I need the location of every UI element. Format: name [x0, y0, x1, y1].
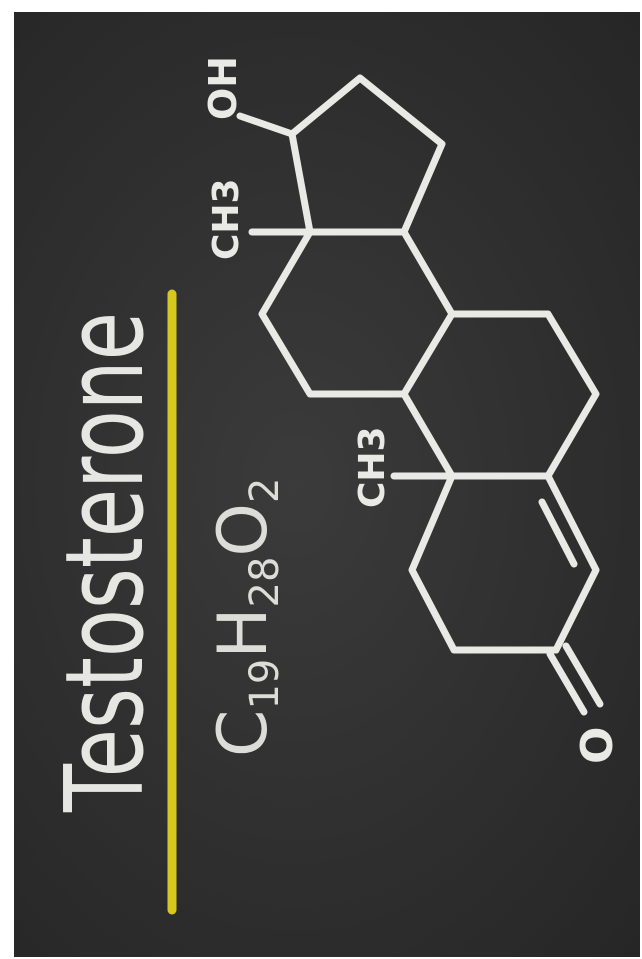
formula-carbon: C — [204, 710, 283, 757]
ring-b — [400, 310, 600, 480]
hydroxyl-bond — [236, 112, 296, 138]
ring-c — [258, 228, 456, 398]
ring-d — [288, 74, 446, 236]
ketone-oxygen-label: O — [572, 727, 623, 764]
formula-oxygen-count: 2 — [242, 478, 288, 503]
molecule-name: Testosterone — [43, 312, 168, 813]
ring-a — [408, 472, 600, 654]
formula-hydrogen-count: 28 — [242, 557, 288, 608]
structural-formula — [236, 74, 604, 716]
svg-text:C19H28O2: C19H28O2 — [204, 478, 288, 757]
ketone-bond-1 — [546, 650, 588, 716]
formula-hydrogen: H — [204, 607, 283, 658]
hydroxyl-label: OH — [201, 56, 245, 120]
chalkboard-drawing: Testosterone C19H28O2 — [43, 56, 623, 915]
formula-carbon-count: 19 — [242, 659, 288, 710]
double-bond — [538, 498, 578, 568]
chalkboard: Testosterone C19H28O2 — [14, 12, 640, 957]
formula-oxygen: O — [204, 503, 283, 557]
methyl-label-top: CH3 — [206, 178, 247, 260]
molecular-formula: C19H28O2 — [204, 478, 288, 757]
methyl-label-mid: CH3 — [352, 426, 393, 508]
ketone-bond-2 — [562, 642, 604, 708]
